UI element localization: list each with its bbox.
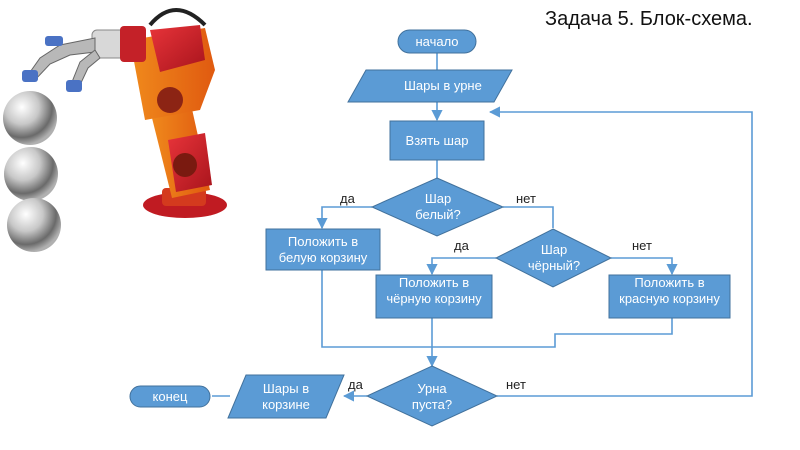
page-title: Задача 5. Блок-схема. xyxy=(545,8,753,30)
edge-label-empty-no: нет xyxy=(506,377,526,392)
decision-white-label: Шар белый? xyxy=(415,191,461,222)
metal-ball xyxy=(3,91,57,145)
input-parallelogram xyxy=(347,69,513,103)
output-parallelogram xyxy=(227,374,345,419)
process-put-red xyxy=(608,274,731,319)
put-black-label: Положить в чёрную корзину xyxy=(386,275,482,306)
decision-empty-label: Урна пуста? xyxy=(411,381,453,412)
input-balls-label: Шары в урне xyxy=(404,78,482,93)
metal-ball xyxy=(7,198,61,252)
take-ball-label: Взять шар xyxy=(405,132,469,148)
process-put-black xyxy=(375,274,493,319)
end-terminator xyxy=(129,385,211,408)
edge-label-white-yes: да xyxy=(340,191,355,206)
edge-label-black-no: нет xyxy=(632,238,652,253)
edge-label-white-no: нет xyxy=(516,191,536,206)
edge-label-black-yes: да xyxy=(454,238,469,253)
process-put-white xyxy=(265,228,381,271)
output-balls-label: Шары в корзине xyxy=(262,380,310,412)
decision-empty xyxy=(365,365,499,427)
edge-black-no xyxy=(611,257,678,276)
robot-arm-illustration xyxy=(3,8,227,252)
edge-empty-no xyxy=(488,106,753,397)
process-take-ball xyxy=(389,120,485,161)
metal-ball xyxy=(4,147,58,201)
edge-black-yes xyxy=(426,257,496,276)
edge-red-merge xyxy=(432,318,673,348)
edge-white-yes xyxy=(316,206,372,230)
edge-white-no xyxy=(503,206,554,228)
end-label: конец xyxy=(152,388,188,404)
put-white-label: Положить в белую корзину xyxy=(278,233,368,265)
start-label: начало xyxy=(415,33,459,49)
decision-black-label: Шар чёрный? xyxy=(527,242,581,273)
put-red-label: Положить в красную корзину xyxy=(619,275,720,306)
decision-black xyxy=(494,228,613,288)
start-terminator xyxy=(397,29,477,54)
edge-label-empty-yes: да xyxy=(348,377,363,392)
edge-white-merge xyxy=(321,270,432,348)
decision-white xyxy=(370,177,505,237)
